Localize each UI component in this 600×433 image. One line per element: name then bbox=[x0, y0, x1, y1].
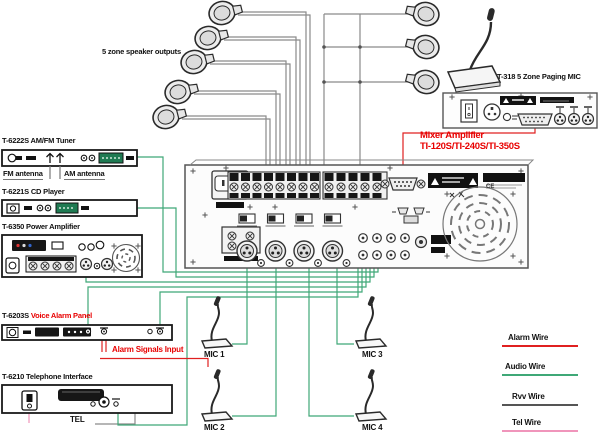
mic1-label: MIC 1 bbox=[204, 350, 225, 359]
mic2-label: MIC 2 bbox=[204, 423, 225, 432]
alarm-signals-input-label: Alarm Signals Input bbox=[112, 345, 184, 354]
power-socket-icon bbox=[483, 103, 501, 121]
speaker-icon bbox=[205, 0, 245, 29]
fuse-icon bbox=[502, 112, 512, 122]
power-amplifier-device bbox=[1, 234, 143, 278]
mixer-amplifier-rear-panel bbox=[184, 159, 535, 269]
tuner-device bbox=[1, 149, 138, 179]
panel-label-bars bbox=[428, 173, 525, 198]
mixer-amplifier-title: Mixer Amplifier bbox=[420, 130, 484, 141]
mic1-icon bbox=[201, 294, 233, 349]
slide-switch-icon bbox=[238, 213, 342, 224]
paging-mic-rear-panel bbox=[442, 92, 598, 129]
db9-connector-icon bbox=[380, 177, 426, 191]
legend-tel-wire: Tel Wire bbox=[512, 418, 541, 427]
speaker-output-terminals bbox=[227, 171, 388, 200]
fan-vent-icon bbox=[110, 242, 142, 274]
speaker-outputs-label: 5 zone speaker outputs bbox=[102, 47, 181, 56]
antenna-icon bbox=[46, 152, 64, 163]
legend-audio-wire: Audio Wire bbox=[505, 362, 546, 371]
ce-mark: CE bbox=[486, 184, 495, 190]
xlr-connector-icon bbox=[236, 240, 258, 262]
phone-plug-icon bbox=[21, 390, 38, 411]
legend-rvv-line bbox=[502, 404, 578, 406]
zone-speakers-right bbox=[403, 0, 443, 98]
mixer-amplifier-models: TI-120S/TI-240S/TI-350S bbox=[420, 141, 520, 152]
voice-alarm-model: T-6203S bbox=[2, 311, 31, 320]
fan-vent-icon bbox=[442, 186, 518, 262]
voice-alarm-name: Voice Alarm Panel bbox=[30, 311, 93, 320]
mic4-icon bbox=[355, 367, 387, 422]
rca-input-connectors bbox=[358, 233, 451, 260]
tuner-title: T-6222S AM/FM Tuner bbox=[2, 136, 76, 145]
legend-audio-line bbox=[502, 374, 578, 376]
db25-connector-icon bbox=[517, 113, 553, 126]
mic3-icon bbox=[355, 294, 387, 349]
telephone-interface-title: T-6210 Telephone Interface bbox=[2, 372, 93, 381]
alarm-wires bbox=[100, 126, 536, 367]
power-amplifier-title: T-6350 Power Amplifier bbox=[2, 222, 80, 231]
link-terminal-icons bbox=[392, 207, 430, 224]
am-antenna-label: AM antenna bbox=[64, 169, 105, 180]
paging-mic-label: T-318 5 Zone Paging MIC bbox=[497, 72, 581, 81]
paging-mic-icon bbox=[446, 8, 502, 93]
mic3-label: MIC 3 bbox=[362, 350, 383, 359]
legend-alarm-line bbox=[502, 345, 578, 347]
tel-label: TEL bbox=[70, 415, 85, 424]
legend-alarm-wire: Alarm Wire bbox=[508, 333, 549, 342]
fm-antenna-label: FM antenna bbox=[3, 169, 43, 180]
zone-speakers-left bbox=[149, 0, 245, 133]
legend-tel-line bbox=[502, 430, 578, 432]
telephone-interface-device bbox=[1, 384, 173, 414]
mic-input-connectors bbox=[236, 213, 351, 267]
cd-player-device bbox=[1, 199, 138, 217]
mic2-icon bbox=[201, 367, 233, 422]
voice-alarm-panel-title: T-6203S Voice Alarm Panel bbox=[2, 311, 92, 320]
voice-alarm-panel-device bbox=[1, 324, 173, 341]
legend-rvv-wire: Rvv Wire bbox=[512, 392, 545, 401]
cd-player-title: T-6221S CD Player bbox=[2, 187, 65, 196]
mic4-label: MIC 4 bbox=[362, 423, 383, 432]
